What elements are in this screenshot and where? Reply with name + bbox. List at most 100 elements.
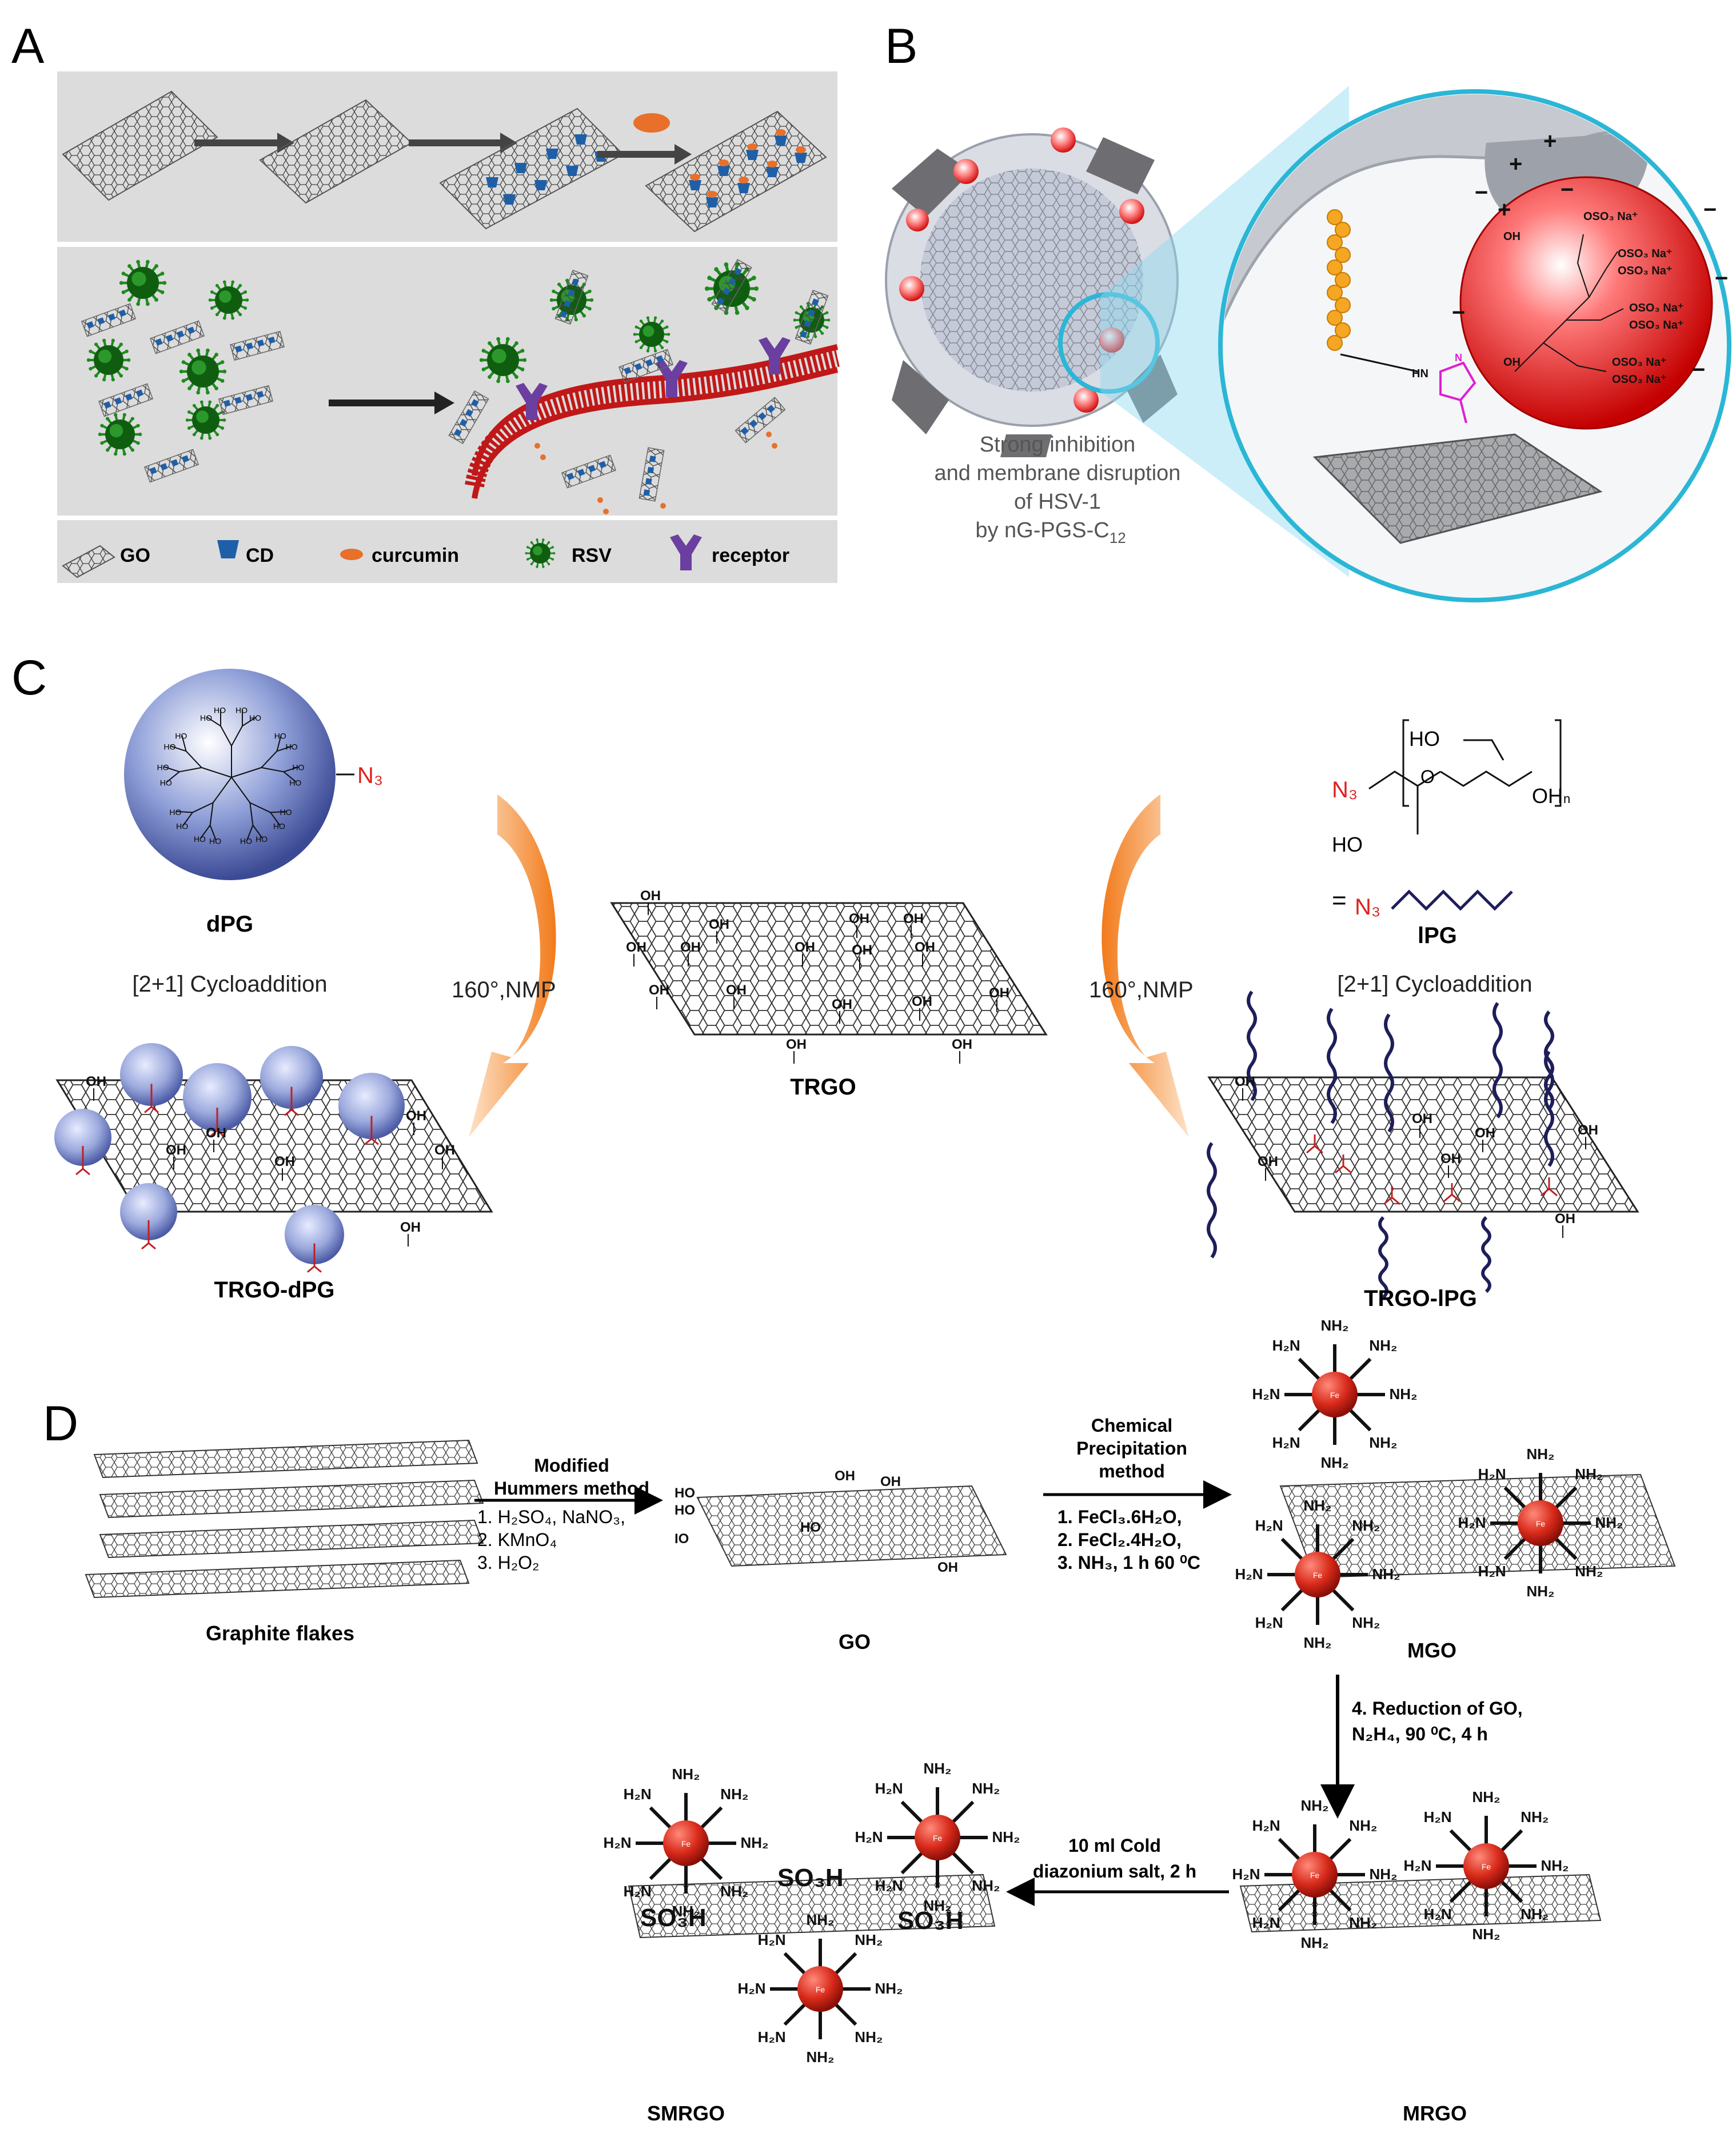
svg-text:Hummers method: Hummers method bbox=[494, 1478, 649, 1499]
svg-text:2. FeCl₂.4H₂O,: 2. FeCl₂.4H₂O, bbox=[1057, 1529, 1182, 1550]
svg-text:−: − bbox=[1703, 197, 1717, 222]
panel-b-letter: B bbox=[885, 19, 917, 74]
zoom-source-ring bbox=[1058, 292, 1160, 394]
capsid-nanoparticles bbox=[899, 127, 1144, 413]
rsv-legend-icon bbox=[525, 538, 556, 568]
svg-text:NH₂: NH₂ bbox=[720, 1786, 748, 1803]
svg-text:OH: OH bbox=[832, 997, 852, 1012]
virus-capsid bbox=[885, 133, 1179, 457]
trgo-lpg-label: TRGO-lPG bbox=[1364, 1286, 1477, 1311]
receptor-legend-icon bbox=[670, 534, 702, 570]
svg-text:NH₂: NH₂ bbox=[855, 1931, 883, 1948]
svg-text:OH: OH bbox=[880, 1474, 901, 1489]
svg-text:HO: HO bbox=[157, 763, 169, 772]
surface-charges: + + + − − − − − − bbox=[1452, 129, 1728, 382]
svg-text:+: + bbox=[1509, 151, 1522, 177]
rsv-virus bbox=[86, 338, 131, 382]
svg-text:H₂N: H₂N bbox=[1478, 1563, 1506, 1580]
svg-text:HO: HO bbox=[800, 1520, 821, 1535]
svg-text:NH₂: NH₂ bbox=[672, 1903, 700, 1920]
svg-text:H₂N: H₂N bbox=[624, 1883, 652, 1900]
svg-text:HO: HO bbox=[214, 706, 226, 715]
svg-text:HO: HO bbox=[292, 763, 304, 772]
svg-text:NH₂: NH₂ bbox=[1320, 1317, 1348, 1334]
svg-text:HO: HO bbox=[176, 822, 188, 831]
svg-text:OH: OH bbox=[952, 1037, 972, 1052]
svg-text:H₂N: H₂N bbox=[1403, 1857, 1431, 1874]
svg-text:H₂N: H₂N bbox=[1478, 1465, 1506, 1483]
svg-text:OH: OH bbox=[434, 1143, 455, 1158]
svg-text:NH₂: NH₂ bbox=[855, 2028, 883, 2046]
svg-text:OSO₃ Na⁺: OSO₃ Na⁺ bbox=[1583, 210, 1638, 223]
svg-text:OH: OH bbox=[649, 982, 669, 998]
svg-text:NH₂: NH₂ bbox=[1369, 1337, 1397, 1354]
cond-label-left: 160°,NMP bbox=[452, 977, 556, 1002]
trgo-label: TRGO bbox=[790, 1075, 856, 1100]
go-cd-sheet bbox=[439, 107, 624, 230]
svg-text:Fe: Fe bbox=[1313, 1571, 1323, 1580]
svg-text:−: − bbox=[1561, 177, 1574, 202]
dpg-sphere bbox=[124, 669, 336, 880]
go-cd-mini-sheet bbox=[229, 330, 285, 361]
svg-text:HO: HO bbox=[194, 834, 206, 844]
svg-text:3. H₂O₂: 3. H₂O₂ bbox=[477, 1552, 539, 1573]
svg-text:HO: HO bbox=[274, 732, 286, 741]
panel-d-letter: D bbox=[43, 1396, 78, 1451]
go-cd-mini-sheet bbox=[735, 397, 786, 444]
mrgo-label: MRGO bbox=[1403, 2102, 1467, 2125]
svg-text:HO: HO bbox=[209, 836, 221, 845]
trgo-lpg-chains bbox=[1207, 990, 1558, 1299]
orange-arrow-right bbox=[1102, 794, 1189, 1137]
svg-text:NH₂: NH₂ bbox=[806, 1911, 834, 1928]
svg-text:H₂N: H₂N bbox=[1272, 1337, 1300, 1354]
svg-text:OH: OH bbox=[1503, 230, 1521, 243]
svg-text:H₂N: H₂N bbox=[1272, 1434, 1300, 1451]
svg-text:HO: HO bbox=[286, 742, 298, 751]
svg-text:OH: OH bbox=[400, 1220, 421, 1235]
svg-text:OH: OH bbox=[849, 911, 869, 926]
lpg-azide-label: N₃ bbox=[1332, 777, 1358, 802]
svg-text:HO: HO bbox=[249, 713, 261, 722]
svg-text:Modified: Modified bbox=[534, 1455, 609, 1476]
rsv-virus bbox=[179, 348, 227, 395]
rsv-virus bbox=[633, 316, 671, 353]
svg-text:HO: HO bbox=[675, 1485, 695, 1501]
svg-text:OH: OH bbox=[912, 994, 932, 1009]
orange-arrow-left bbox=[469, 794, 556, 1137]
svg-text:OH: OH bbox=[903, 911, 924, 926]
svg-text:NH₂: NH₂ bbox=[1575, 1563, 1603, 1580]
svg-text:NH₂: NH₂ bbox=[1320, 1454, 1348, 1471]
svg-text:OH: OH bbox=[915, 940, 935, 955]
arrow-a-4-head bbox=[434, 392, 454, 414]
svg-text:HO: HO bbox=[157, 763, 169, 772]
receptors bbox=[516, 337, 791, 420]
rsv-virus bbox=[119, 259, 167, 306]
go-cd-mini-sheet bbox=[711, 259, 752, 313]
svg-text:H₂N: H₂N bbox=[737, 1980, 765, 1997]
curcumin-icon bbox=[633, 113, 670, 133]
mgo-sheet bbox=[1279, 1473, 1676, 1579]
svg-text:NH₂: NH₂ bbox=[1472, 1926, 1500, 1943]
svg-text:HO: HO bbox=[286, 742, 298, 751]
svg-text:NH₂: NH₂ bbox=[1526, 1583, 1554, 1600]
svg-text:OH: OH bbox=[786, 1037, 807, 1052]
svg-text:HO: HO bbox=[273, 822, 285, 831]
go-cd-mini-sheet bbox=[618, 349, 674, 383]
cell-membrane bbox=[465, 344, 840, 499]
svg-text:HO: HO bbox=[160, 778, 172, 787]
svg-text:OSO₃ Na⁺: OSO₃ Na⁺ bbox=[1629, 319, 1683, 331]
svg-text:NH₂: NH₂ bbox=[1352, 1517, 1380, 1534]
svg-text:4. Reduction of GO,: 4. Reduction of GO, bbox=[1352, 1698, 1523, 1719]
virus-cluster-left bbox=[81, 259, 285, 483]
svg-text:HO: HO bbox=[194, 834, 206, 844]
released-curcumin bbox=[534, 432, 777, 514]
svg-text:1. FeCl₃.6H₂O,: 1. FeCl₃.6H₂O, bbox=[1057, 1507, 1182, 1527]
svg-text:HO: HO bbox=[214, 706, 226, 715]
trgo-lpg-sheet bbox=[1207, 1076, 1639, 1213]
